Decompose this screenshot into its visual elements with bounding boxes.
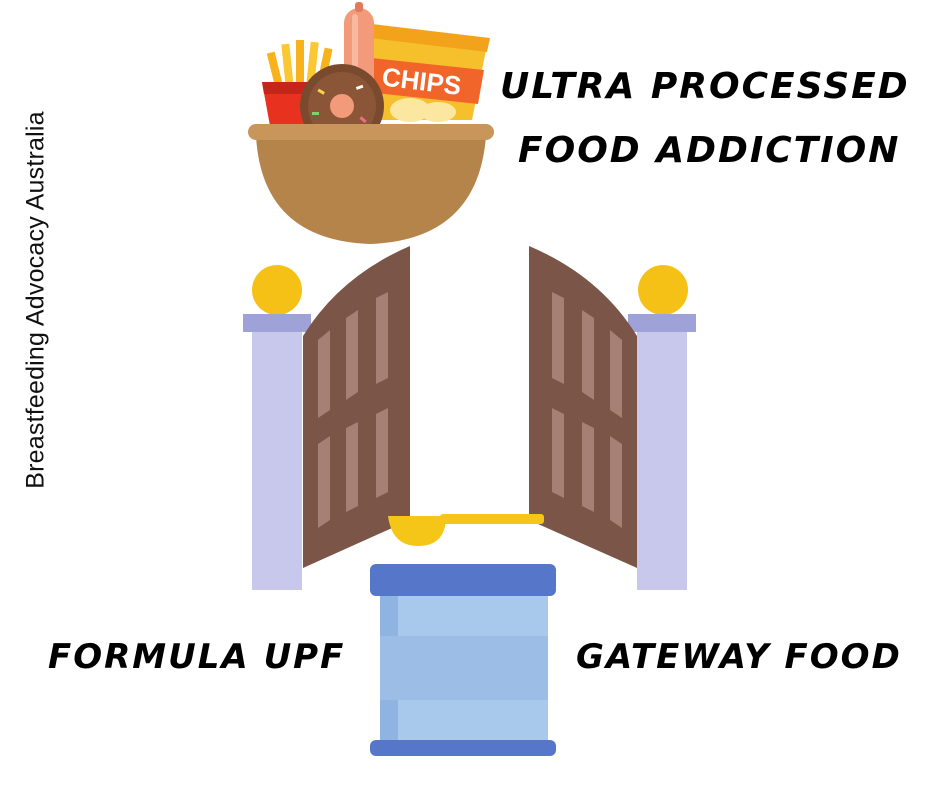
upf-title-line1: ULTRA PROCESSED (500, 66, 910, 107)
junk-food-bowl: CHIPS (248, 2, 494, 244)
right-gate-door (529, 246, 637, 568)
upf-title-line2: FOOD ADDICTION (518, 130, 901, 171)
left-gate-door (303, 246, 410, 568)
right-pillar (628, 265, 696, 590)
left-pillar (243, 265, 311, 590)
formula-tin-icon (370, 564, 556, 756)
gateway-food-label: GATEWAY FOOD (576, 637, 902, 677)
chips-bag-icon: CHIPS (360, 24, 490, 122)
formula-upf-label: FORMULA UPF (48, 637, 346, 677)
formula-scoop-icon (388, 514, 544, 546)
